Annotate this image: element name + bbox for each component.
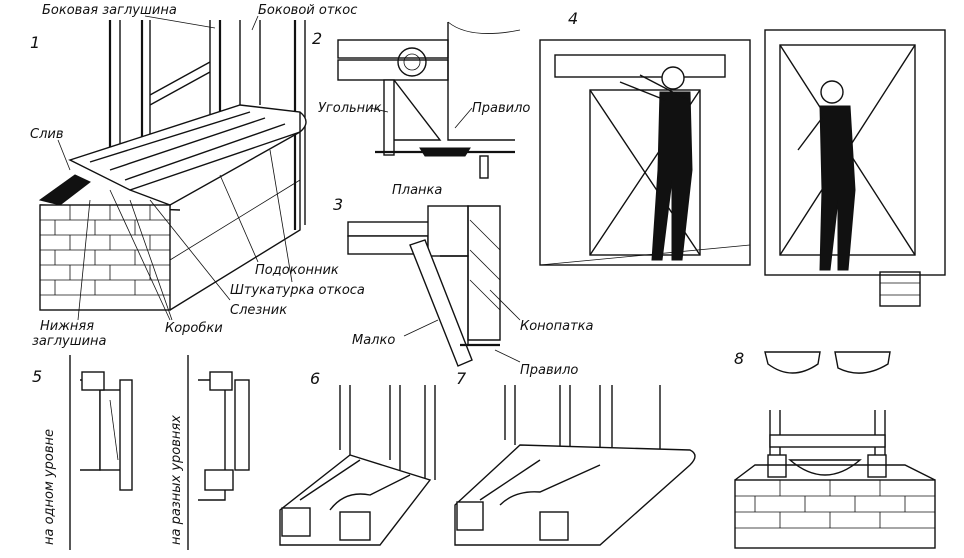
label-drip: Слив (30, 127, 64, 142)
label-different-levels: на разных уровнях (169, 415, 184, 545)
figure-1-leaders (57, 15, 293, 321)
figure-3-number: 3 (333, 195, 343, 214)
figure-2-number: 2 (312, 29, 322, 48)
figure-1-window-sill: 1 (30, 3, 365, 349)
label-lower-plug-line1: Нижняя (40, 319, 94, 334)
label-lower-plug-line2: заглушина (32, 334, 107, 349)
label-rule-fig3: Правило (520, 363, 578, 378)
figure-7-sill-profile: 7 (454, 369, 696, 546)
label-square: Угольник (318, 101, 382, 116)
label-plaster-slope: Штукатурка откоса (230, 283, 365, 298)
figure-3-bevel-check: 3 Малко Конопатка Правило (333, 195, 594, 378)
label-side-slope: Боковой откос (258, 3, 357, 18)
figure-8-number: 8 (734, 349, 744, 368)
figure-2-square-check: 2 Угольник Правило Планка (312, 21, 530, 198)
frame-same-level (69, 355, 133, 550)
figure-5-frame-levels: 5 на одном уровне на разных уровнях (32, 355, 250, 550)
figure-1-number: 1 (30, 33, 40, 52)
label-caulk: Конопатка (520, 319, 594, 334)
label-water-drip: Слезник (230, 303, 287, 318)
label-frames: Коробки (165, 321, 223, 336)
label-strip: Планка (392, 183, 442, 198)
figure-6-sill-profile: 6 (279, 369, 436, 546)
figure-7-number: 7 (456, 369, 467, 388)
installation-scene-right (764, 29, 946, 307)
window-frame (108, 20, 306, 230)
frame-different-levels (187, 355, 250, 550)
label-rule-fig2: Правило (472, 101, 530, 116)
label-bevel: Малко (352, 333, 395, 348)
figure-8-sill-detail: 8 (734, 349, 936, 549)
label-sill: Подоконник (255, 263, 339, 278)
figure-4-workers-installing: 4 (539, 9, 946, 307)
label-same-level: на одном уровне (42, 429, 57, 545)
figure-5-number: 5 (32, 367, 42, 386)
brick-wall (39, 112, 301, 311)
figure-4-number: 4 (568, 9, 578, 28)
label-side-plug: Боковая заглушина (42, 3, 177, 18)
figure-6-number: 6 (310, 369, 320, 388)
installation-scene-left (539, 39, 751, 266)
